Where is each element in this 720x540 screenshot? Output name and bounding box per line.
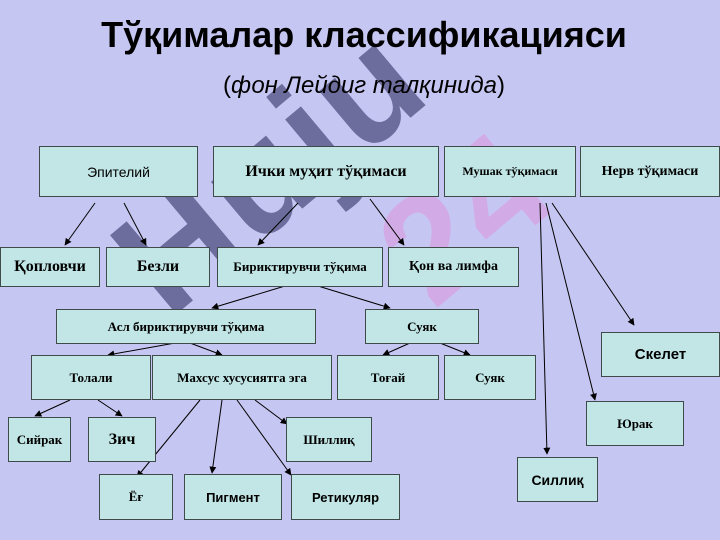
arrow-biriktiruvchi-suyak bbox=[317, 285, 391, 310]
node-biriktiruvchi: Бириктирувчи тўқима bbox=[217, 247, 383, 287]
arrow-asl-tolali bbox=[107, 342, 176, 358]
subtitle-text: фон Лейдиг талқинида bbox=[231, 72, 497, 99]
node-bezli: Безли bbox=[106, 247, 210, 287]
arrow-maxsus-pigment bbox=[209, 399, 223, 474]
node-siyrak: Сийрак bbox=[8, 417, 71, 462]
page-title: Тўқималар классификацияси bbox=[101, 14, 627, 55]
page-subtitle: (фон Лейдиг талқинида) bbox=[0, 72, 720, 100]
node-tolali: Толали bbox=[31, 355, 151, 400]
node-maxsus: Махсус хусусиятга эга bbox=[152, 355, 332, 400]
subtitle-close-paren: ) bbox=[497, 72, 505, 99]
node-retikulyar: Ретикуляр bbox=[291, 474, 400, 520]
node-asl-biriktiruvchi: Асл бириктирувчи тўқима bbox=[56, 309, 316, 344]
arrow-epiteliy-qoplovchi bbox=[64, 202, 96, 246]
node-qoplovchi: Қопловчи bbox=[0, 247, 100, 287]
node-mushak: Мушак тўқимаси bbox=[444, 146, 576, 197]
node-suyak-bottom: Суяк bbox=[444, 355, 536, 400]
node-shilliq: Шиллиқ bbox=[286, 417, 372, 462]
node-epiteliy: Эпителий bbox=[39, 146, 198, 197]
subtitle-open-paren: ( bbox=[223, 72, 231, 99]
arrow-ichki-biriktiruvchi bbox=[257, 202, 299, 246]
arrow-ichki-qon bbox=[369, 198, 405, 246]
node-silliq: Силлиқ bbox=[517, 457, 598, 502]
arrow-tolali-siyrak bbox=[34, 399, 71, 417]
arrow-epiteliy-bezli bbox=[123, 202, 147, 246]
arrow-maxsus-retikulyar bbox=[236, 399, 292, 476]
node-pigment: Пигмент bbox=[184, 474, 282, 520]
arrow-asl-maxsus bbox=[189, 342, 223, 357]
node-ichki-muhit: Ички муҳит тўқимаси bbox=[213, 146, 439, 197]
node-yog: Ёғ bbox=[99, 474, 173, 520]
arrow-suyak-suyak bbox=[439, 342, 471, 356]
arrow-suyak-togay bbox=[382, 342, 411, 356]
arrow-maxsus-yog bbox=[136, 399, 201, 478]
node-togay: Тоғай bbox=[337, 355, 439, 400]
arrow-maxsus-shilliq bbox=[254, 399, 288, 425]
node-yurak: Юрак bbox=[586, 401, 684, 446]
arrow-biriktiruvchi-asl bbox=[211, 285, 286, 310]
node-nerv: Нерв тўқимаси bbox=[580, 146, 720, 197]
node-suyak-top: Суяк bbox=[365, 309, 479, 344]
node-zich: Зич bbox=[88, 417, 156, 462]
arrow-mushak-yurak bbox=[545, 202, 597, 401]
arrow-mushak-skelet bbox=[551, 202, 635, 326]
node-qon-limfa: Қон ва лимфа bbox=[388, 247, 519, 287]
node-skelet: Скелет bbox=[601, 332, 720, 377]
arrow-mushak-silliq bbox=[539, 202, 551, 455]
arrow-tolali-zich bbox=[97, 399, 123, 417]
